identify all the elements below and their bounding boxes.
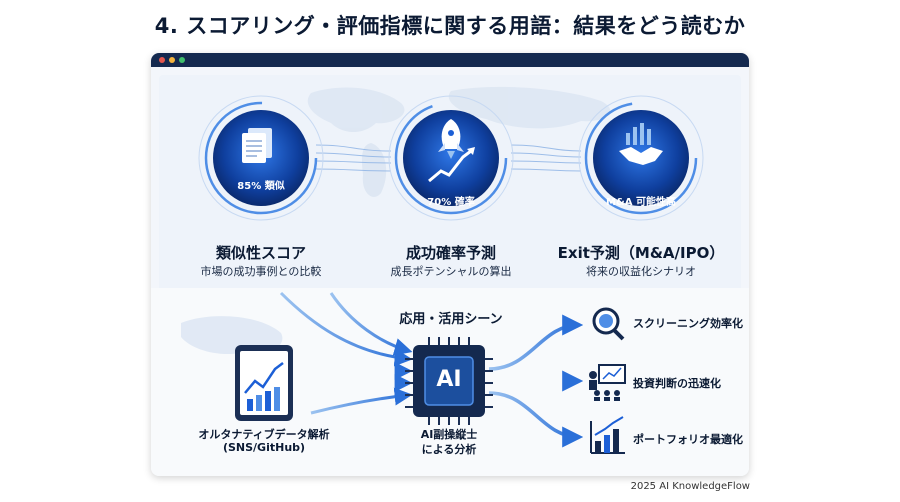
metric-title-success: 成功確率予測 [405,244,496,262]
ai-caption-line1: AI副操縦士 [420,428,478,441]
document-icon [242,128,272,163]
diagram-graphics [181,86,704,454]
minimize-dot-icon[interactable] [169,57,175,63]
source-label-line2: (SNS/GitHub) [222,441,306,454]
metric-subtitle-similarity: 市場の成功事例との比較 [200,265,322,278]
metric-title-exit: Exit予測（M&A/IPO） [557,244,725,262]
rocket-icon [438,119,464,159]
metric-circle-exit [578,95,704,221]
metric-badge-similarity: 85% 類似 [237,181,285,192]
output-label-decision: 投資判断の迅速化 [633,377,721,390]
ai-chip-icon [405,337,493,425]
app-window: 85% 類似 70% 確率 M&A 可能性高 類似性スコア 市場の成功事例との比… [151,53,749,476]
ai-caption-line2: による分析 [421,443,477,456]
metric-badge-success: 70% 確率 [427,197,475,208]
metric-circle-similarity [198,95,324,221]
growth-arrow-icon [428,149,472,183]
page-title: 4. スコアリング・評価指標に関する用語：結果をどう読むか [154,14,746,38]
metric-subtitle-success: 成長ポテンシャルの算出 [390,265,512,278]
tablet-chart-icon [235,345,293,421]
bar-chart-icon [590,416,625,454]
output-flow-arrows [488,314,584,448]
handshake-icon [619,123,663,165]
ai-chip-label: AI [436,367,462,392]
maximize-dot-icon[interactable] [179,57,185,63]
output-label-portfolio: ポートフォリオ最適化 [633,433,743,446]
window-titlebar [151,53,749,67]
close-dot-icon[interactable] [159,57,165,63]
metric-circle-success [388,95,514,221]
applications-title: 応用・活用シーン [399,312,503,327]
metric-subtitle-exit: 将来の収益化シナリオ [586,265,696,278]
output-label-screening: スクリーニング効率化 [633,317,743,330]
input-flow-arrows [279,291,413,415]
presentation-icon [589,364,626,401]
magnifier-globe-icon [592,307,625,341]
metric-title-similarity: 類似性スコア [215,244,306,262]
metric-connector-lines [315,144,582,172]
footer-credit: 2025 AI KnowledgeFlow [630,481,750,492]
metric-badge-exit: M&A 可能性高 [606,197,676,208]
source-label-line1: オルタナティブデータ解析 [198,428,330,441]
